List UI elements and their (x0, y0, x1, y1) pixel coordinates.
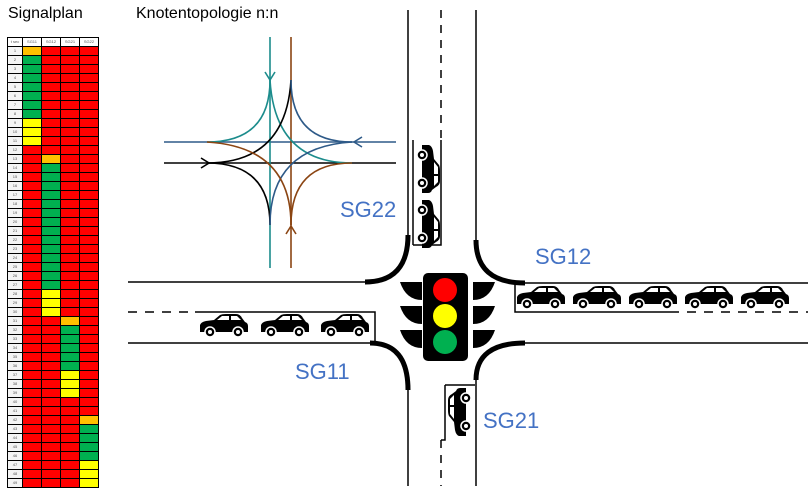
curb-corners (364, 234, 526, 391)
car-icon (447, 387, 472, 437)
table-row: 7 (7, 100, 99, 110)
table-row: 49 (7, 478, 99, 488)
table-row: 18 (7, 199, 99, 209)
car-icon (628, 285, 678, 310)
topology-curve-teal-right (269, 79, 353, 164)
table-row: 33 (7, 334, 99, 344)
table-row: 29 (7, 298, 99, 308)
table-row: 4 (7, 73, 99, 83)
table-row: 3 (7, 64, 99, 74)
car-icon (320, 313, 370, 338)
table-row: 39 (7, 388, 99, 398)
car-icon (199, 313, 249, 338)
table-row: 12 (7, 145, 99, 155)
car-icon (416, 199, 441, 249)
table-row: 40 (7, 397, 99, 407)
road-edges (128, 10, 808, 486)
car-icon (260, 313, 310, 338)
topology-curve-blue-down (269, 141, 353, 226)
car-icon (516, 285, 566, 310)
signal-cell-yellow (79, 478, 99, 488)
car-icon (572, 285, 622, 310)
table-row: 5 (7, 82, 99, 92)
table-row: 21 (7, 226, 99, 236)
yellow-light (433, 304, 457, 328)
table-row: 43 (7, 424, 99, 434)
table-row: 22 (7, 235, 99, 245)
topology-title: Knotentopologie n:n (136, 5, 279, 22)
signal-plan-title: Signalplan (8, 5, 83, 22)
arrow-left-icon (352, 136, 363, 148)
traffic-light-icon (400, 273, 495, 361)
topology-curve-black-left (206, 79, 292, 164)
red-light (433, 278, 457, 302)
label-sg21: SG21 (483, 408, 540, 433)
label-sg12: SG12 (535, 244, 592, 269)
car-icon (740, 285, 790, 310)
topology-curve-blue-right (290, 79, 353, 143)
car-icon (416, 144, 441, 194)
label-sg11: SG11 (295, 359, 350, 384)
car-icon (684, 285, 734, 310)
table-row: 46 (7, 451, 99, 461)
label-sg22: SG22 (340, 197, 397, 222)
table-row: 35 (7, 352, 99, 362)
topology-curve-brown-left (206, 141, 292, 226)
arrow-up-icon (285, 224, 297, 235)
topology-diagram (164, 37, 396, 268)
arrow-right-icon (200, 157, 211, 169)
topology-curve-black-down (206, 162, 271, 226)
arrow-down-icon (264, 71, 276, 82)
table-row: 10 (7, 127, 99, 137)
topology-curve-brown-right (290, 162, 353, 226)
green-light (433, 330, 457, 354)
table-row: 14 (7, 163, 99, 173)
topology-curve-teal-left (206, 79, 271, 143)
table-row: 41 (7, 406, 99, 416)
